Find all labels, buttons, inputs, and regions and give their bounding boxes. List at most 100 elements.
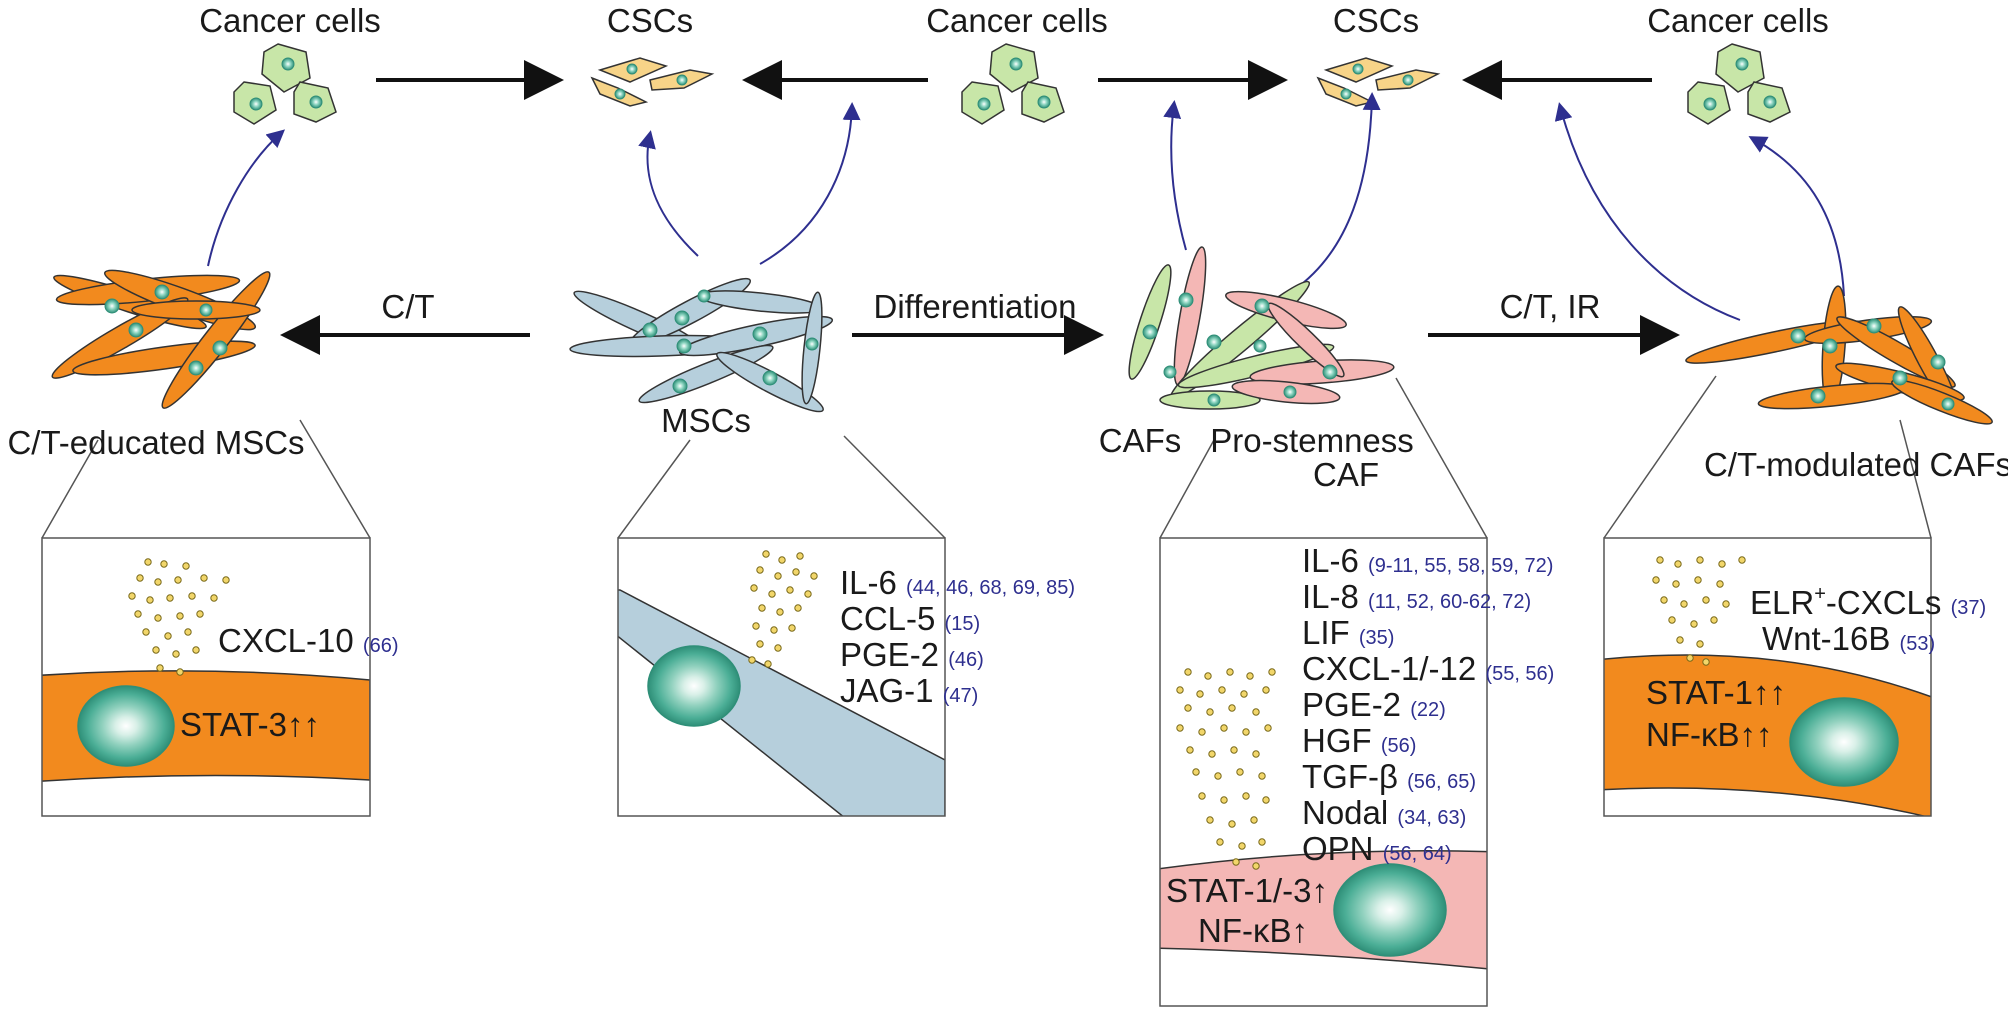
- factor-refs: (15): [944, 613, 981, 635]
- factor-name: CXCL-1/-12: [1302, 650, 1477, 687]
- label-arrow-differentiation: Differentiation: [873, 288, 1077, 325]
- factor-refs: (66): [362, 635, 399, 657]
- csc-cluster-1: [590, 57, 715, 107]
- factor-name: IL-6: [840, 564, 897, 601]
- csc-cluster-2: [1316, 57, 1441, 107]
- mod-factor-elr-cxcls: ELR+-CXCLs (37): [1750, 584, 1986, 619]
- cafs-cluster: [1128, 246, 1395, 410]
- factor-name: HGF: [1302, 722, 1372, 759]
- factor-name: PGE-2: [1302, 686, 1402, 723]
- msc-factor-ccl5: CCL-5 (15): [840, 602, 980, 635]
- secretion-dots-caf: [1176, 668, 1276, 870]
- blue-arrow-modulated-to-cancer: [1748, 136, 1845, 297]
- factor-name: CXCL-10: [218, 622, 354, 659]
- zoom-lines: [41, 375, 1932, 539]
- nucleus-educated: [77, 685, 175, 767]
- caf-signal-stat: STAT-1/-3↑: [1166, 872, 1328, 909]
- caf-factor-nodal: Nodal (34, 63): [1302, 796, 1466, 829]
- panel-educated-mscs: [41, 537, 371, 817]
- caf-factor-opn: OPN (56, 64): [1302, 832, 1452, 865]
- cancer-cell-cluster-3: [1687, 43, 1791, 125]
- factor-refs: (35): [1358, 627, 1395, 649]
- signal-stat3: STAT-3↑↑: [180, 706, 320, 743]
- label-arrow-ct-ir: C/T, IR: [1499, 288, 1601, 325]
- factor-refs: (34, 63): [1397, 807, 1467, 829]
- label-ct-educated-mscs: C/T-educated MSCs: [7, 424, 305, 461]
- secretion-dots-msc: [748, 550, 818, 668]
- factor-name: IL-8: [1302, 578, 1359, 615]
- cancer-cell-cluster-1: [233, 43, 337, 125]
- caf-factor-tgfb: TGF-β (56, 65): [1302, 760, 1476, 793]
- label-arrow-ct: C/T: [381, 288, 435, 325]
- factor-name: OPN: [1302, 830, 1374, 867]
- ct-educated-mscs-cluster: [51, 269, 271, 409]
- panel-pro-stemness-caf: [1159, 537, 1488, 1007]
- factor-name: Wnt-16B: [1762, 620, 1891, 657]
- secretion-dots-modulated: [1652, 556, 1746, 666]
- factor-refs: (44, 46, 68, 69, 85): [906, 577, 1076, 599]
- factor-name-sup: +: [1814, 583, 1826, 605]
- panel-mscs: [617, 537, 946, 817]
- blue-arrow-msc-to-csc: [638, 130, 699, 257]
- caf-factor-lif: LIF (35): [1302, 616, 1394, 649]
- factor-refs: (11, 52, 60-62, 72): [1368, 591, 1532, 613]
- mscs-cluster: [569, 277, 834, 413]
- blue-arrow-caf-to-cancer: [1163, 100, 1187, 251]
- factor-name: IL-6: [1302, 542, 1359, 579]
- blue-arrow-msc-to-cancer: [759, 102, 861, 265]
- label-cancer-cells-3: Cancer cells: [1647, 2, 1829, 39]
- label-cafs: CAFs: [1098, 422, 1182, 459]
- label-ct-modulated-cafs: C/T-modulated CAFs: [1703, 446, 2008, 483]
- secretion-dots-educated: [128, 558, 230, 676]
- factor-cxcl10: CXCL-10 (66): [218, 624, 398, 657]
- label-pro-stemness-line2: CAF: [1313, 456, 1379, 493]
- factor-name: CCL-5: [840, 600, 936, 637]
- msc-factor-jag1: JAG-1 (47): [840, 674, 978, 707]
- factor-refs: (55, 56): [1485, 663, 1555, 685]
- mod-factor-wnt16b: Wnt-16B (53): [1762, 622, 1935, 655]
- factor-refs: (47): [942, 685, 979, 707]
- label-cscs-2: CSCs: [1332, 2, 1420, 39]
- nucleus-modulated: [1789, 697, 1899, 787]
- blue-arrow-modulated-to-csc: [1554, 102, 1741, 321]
- factor-name: LIF: [1302, 614, 1350, 651]
- factor-refs: (9-11, 55, 58, 59, 72): [1368, 555, 1554, 577]
- cancer-cell-cluster-2: [961, 43, 1065, 125]
- caf-factor-il6: IL-6 (9-11, 55, 58, 59, 72): [1302, 544, 1553, 577]
- panel-modulated-cafs: [1603, 537, 1932, 817]
- factor-refs: (37): [1950, 597, 1987, 619]
- mod-signal-nfkb: NF-κB↑↑: [1646, 716, 1773, 753]
- label-cscs-1: CSCs: [606, 2, 694, 39]
- factor-name: JAG-1: [840, 672, 934, 709]
- msc-factor-il6: IL-6 (44, 46, 68, 69, 85): [840, 566, 1075, 599]
- factor-refs: (46): [948, 649, 984, 671]
- caf-factor-pge2: PGE-2 (22): [1302, 688, 1446, 721]
- factor-refs: (56, 65): [1407, 771, 1477, 793]
- factor-refs: (56, 64): [1382, 843, 1452, 865]
- blue-arrow-caf-to-csc: [1293, 92, 1381, 291]
- msc-factor-pge2: PGE-2 (46): [840, 638, 984, 671]
- factor-name: Nodal: [1302, 794, 1389, 831]
- factor-refs: (56): [1380, 735, 1417, 757]
- factor-name: PGE-2: [840, 636, 940, 673]
- factor-name: TGF-β: [1302, 758, 1398, 795]
- ct-modulated-cafs-cluster: [1685, 285, 1993, 425]
- factor-name-base: ELR: [1750, 584, 1815, 621]
- factor-refs: (53): [1899, 633, 1936, 655]
- caf-factor-hgf: HGF (56): [1302, 724, 1416, 757]
- caf-factor-cxcl1-12: CXCL-1/-12 (55, 56): [1302, 652, 1554, 685]
- factor-name-rest: -CXCLs: [1825, 584, 1942, 621]
- label-cancer-cells-2: Cancer cells: [926, 2, 1108, 39]
- label-cancer-cells-1: Cancer cells: [199, 2, 381, 39]
- nucleus-caf: [1333, 863, 1447, 957]
- mod-signal-stat1: STAT-1↑↑: [1646, 674, 1786, 711]
- caf-factor-il8: IL-8 (11, 52, 60-62, 72): [1302, 580, 1531, 613]
- nucleus-msc: [647, 645, 741, 727]
- blue-arrow-educated-to-cancer: [207, 129, 286, 267]
- label-pro-stemness-line1: Pro-stemness: [1210, 422, 1414, 459]
- label-mscs: MSCs: [661, 402, 751, 439]
- factor-refs: (22): [1410, 699, 1446, 721]
- caf-signal-nfkb: NF-κB↑: [1198, 912, 1308, 949]
